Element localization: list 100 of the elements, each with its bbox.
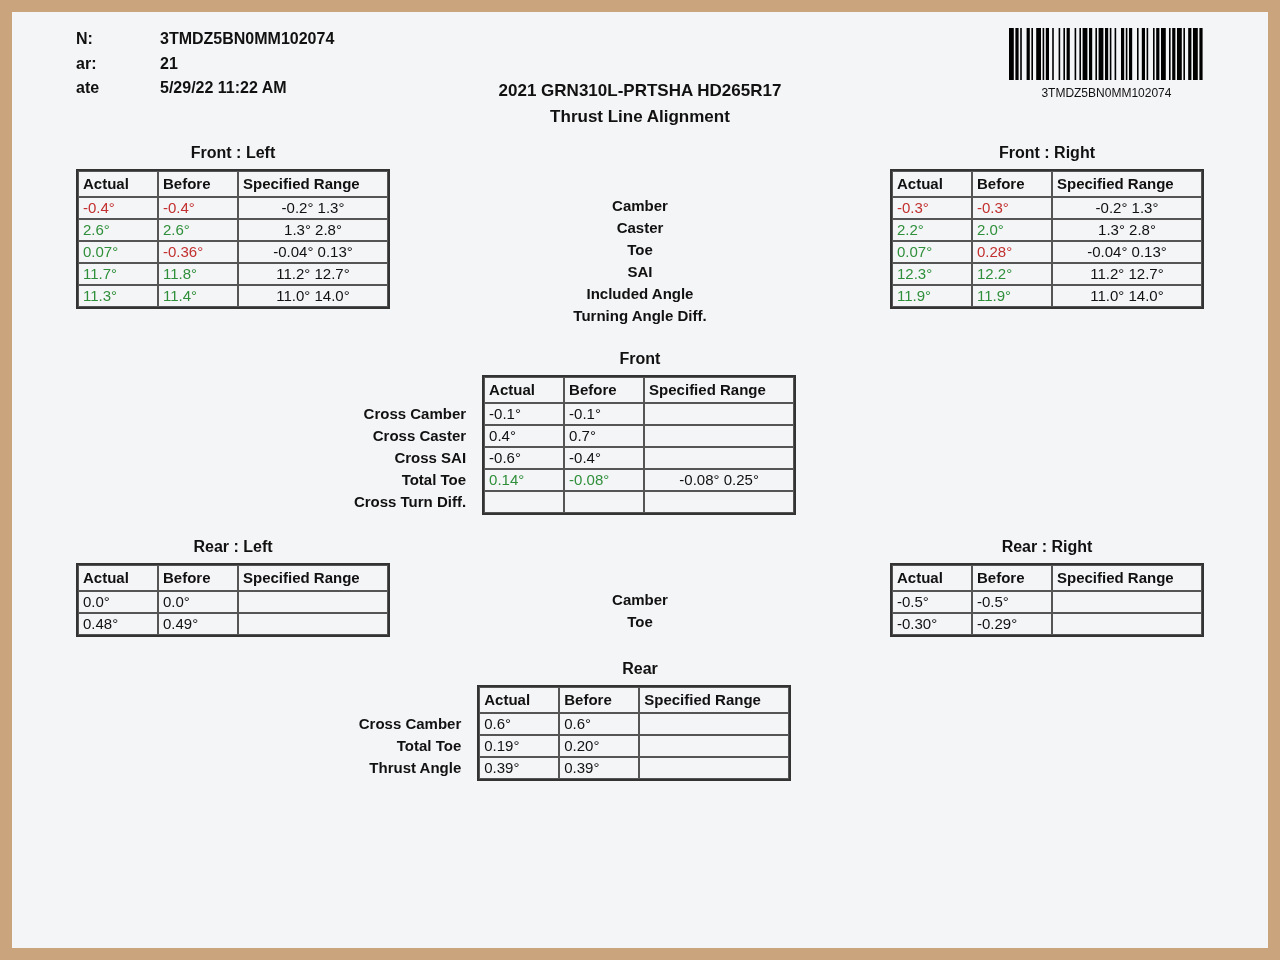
row-label: Total Toe	[401, 471, 467, 488]
table-cell: 0.7°	[564, 425, 645, 447]
column-header: Before	[564, 377, 645, 403]
table-cell: -0.2° 1.3°	[238, 197, 388, 219]
table-cell: 0.19°	[479, 735, 560, 757]
table-cell: 11.2° 12.7°	[238, 263, 388, 285]
row-label: Thrust Angle	[369, 759, 462, 776]
barcode-number: 3TMDZ5BN0MM102074	[1041, 85, 1172, 102]
table-cell: 0.39°	[479, 757, 560, 779]
column-header: Specified Range	[1052, 171, 1202, 197]
row-label: Cross Camber	[358, 715, 462, 732]
table-cell: -0.36°	[158, 241, 238, 263]
column-header: Before	[158, 565, 238, 591]
table-cell: 0.14°	[484, 469, 565, 491]
column-header: Specified Range	[639, 687, 790, 713]
column-header: Actual	[892, 171, 972, 197]
column-header: Before	[158, 171, 238, 197]
column-header: Actual	[479, 687, 560, 713]
table-cell: 1.3° 2.8°	[1052, 219, 1202, 241]
row-label: Toe	[627, 613, 653, 630]
table-cell: -0.3°	[892, 197, 972, 219]
column-header: Before	[972, 171, 1052, 197]
table-cell: -0.5°	[892, 591, 972, 613]
table-cell: 0.0°	[158, 591, 238, 613]
table-cell: 0.07°	[892, 241, 972, 263]
table-cell: 1.3° 2.8°	[238, 219, 388, 241]
row-label: Cross Turn Diff.	[353, 493, 467, 510]
table-cell: -0.1°	[484, 403, 565, 425]
table-cell: -0.29°	[972, 613, 1052, 635]
table-cell: 0.28°	[972, 241, 1052, 263]
table-cell: 0.20°	[559, 735, 640, 757]
table-cell: 12.2°	[972, 263, 1052, 285]
table-cell: 0.39°	[559, 757, 640, 779]
column-header: Before	[559, 687, 640, 713]
table-cell: 12.3°	[892, 263, 972, 285]
table-cell: -0.08° 0.25°	[644, 469, 795, 491]
column-header: Specified Range	[1052, 565, 1202, 591]
table-cell: -0.30°	[892, 613, 972, 635]
column-header: Actual	[78, 565, 158, 591]
field-value: 5/29/22 11:22 AM	[160, 78, 288, 99]
table-cell: 2.0°	[972, 219, 1052, 241]
table-cell: -0.4°	[78, 197, 158, 219]
table-cell: 0.6°	[479, 713, 560, 735]
row-label: Camber	[612, 197, 668, 214]
table-cell: 0.49°	[158, 613, 238, 635]
table-cell: -0.2° 1.3°	[1052, 197, 1202, 219]
row-label: Toe	[627, 241, 653, 258]
section-heading: Front : Left	[190, 143, 276, 163]
table-cell: -0.4°	[564, 447, 645, 469]
section-heading: Rear : Left	[193, 537, 273, 557]
table-cell: 0.6°	[559, 713, 640, 735]
section-heading: Rear	[622, 659, 658, 679]
column-header: Actual	[484, 377, 565, 403]
table-cell: 0.07°	[78, 241, 158, 263]
row-label: Caster	[616, 219, 664, 236]
field-value: 21	[160, 53, 179, 74]
row-label: Camber	[612, 591, 668, 608]
table-cell: -0.04° 0.13°	[238, 241, 388, 263]
row-label: SAI	[627, 263, 653, 280]
table-cell: 2.2°	[892, 219, 972, 241]
column-header: Specified Range	[644, 377, 795, 403]
table-cell: 11.9°	[972, 285, 1052, 307]
table-cell: 11.8°	[158, 263, 238, 285]
table-cell: 0.48°	[78, 613, 158, 635]
field-value: 3TMDZ5BN0MM102074	[160, 29, 335, 49]
table-cell: -0.08°	[564, 469, 645, 491]
section-heading: Front : Right	[999, 143, 1095, 163]
section-heading: Front	[619, 349, 661, 369]
report-subtitle: Thrust Line Alignment	[550, 105, 730, 128]
field-label: ate	[76, 78, 101, 99]
section-heading: Rear : Right	[1001, 537, 1093, 557]
row-label: Cross SAI	[394, 449, 467, 466]
row-label: Cross Caster	[372, 427, 467, 444]
table-cell: 11.0° 14.0°	[1052, 285, 1202, 307]
column-header: Specified Range	[238, 565, 388, 591]
report-title: 2021 GRN310L-PRTSHA HD265R17	[498, 80, 782, 102]
table-cell: 0.4°	[484, 425, 565, 447]
table-cell: 11.3°	[78, 285, 158, 307]
table-cell: -0.04° 0.13°	[1052, 241, 1202, 263]
table-cell: -0.1°	[564, 403, 645, 425]
table-cell: 2.6°	[158, 219, 238, 241]
row-label: Cross Camber	[363, 405, 467, 422]
table-cell: -0.4°	[158, 197, 238, 219]
table-cell: -0.6°	[484, 447, 565, 469]
table-cell: -0.3°	[972, 197, 1052, 219]
table-cell: 0.0°	[78, 591, 158, 613]
column-header: Actual	[78, 171, 158, 197]
row-label: Total Toe	[396, 737, 462, 754]
table-cell: 11.7°	[78, 263, 158, 285]
table-cell: 11.4°	[158, 285, 238, 307]
field-label: N:	[76, 29, 94, 49]
table-cell: 2.6°	[78, 219, 158, 241]
column-header: Specified Range	[238, 171, 388, 197]
field-label: ar:	[76, 53, 98, 74]
row-label: Turning Angle Diff.	[573, 307, 707, 324]
table-cell: 11.0° 14.0°	[238, 285, 388, 307]
column-header: Actual	[892, 565, 972, 591]
table-cell: -0.5°	[972, 591, 1052, 613]
table-cell: 11.2° 12.7°	[1052, 263, 1202, 285]
row-label: Included Angle	[586, 285, 694, 302]
